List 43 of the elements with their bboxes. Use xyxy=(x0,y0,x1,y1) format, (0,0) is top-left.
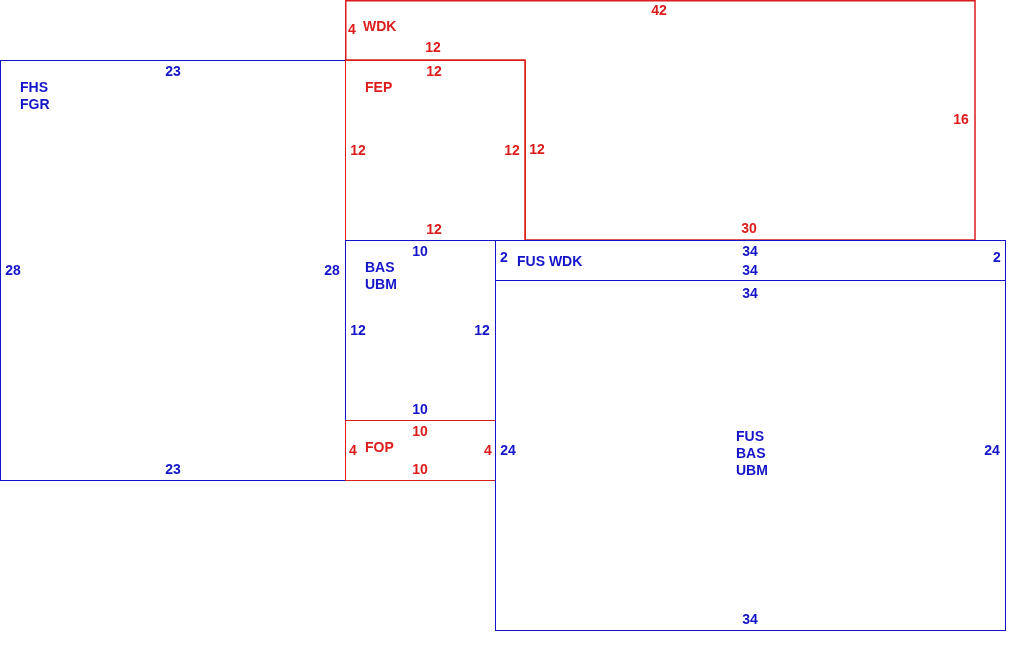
dimension-label: 23 xyxy=(165,461,181,477)
dimension-label: 4 xyxy=(348,21,356,37)
dimension-label: 24 xyxy=(984,442,1000,458)
dimension-label: 12 xyxy=(426,221,442,237)
dimension-label: 10 xyxy=(412,401,428,417)
room-label: WDK xyxy=(363,18,397,35)
dimension-label: 28 xyxy=(324,262,340,278)
dimension-label: 4 xyxy=(484,442,492,458)
room-area xyxy=(495,280,1006,631)
dimension-label: 10 xyxy=(412,423,428,439)
room-label: FUS BAS UBM xyxy=(736,428,768,479)
room-area xyxy=(345,60,526,241)
dimension-label: 2 xyxy=(993,249,1001,265)
room-label: FEP xyxy=(365,79,393,96)
room-label: FOP xyxy=(365,439,394,456)
dimension-label: 24 xyxy=(500,442,516,458)
dimension-label: 12 xyxy=(529,141,545,157)
room-area xyxy=(345,0,976,241)
dimension-label: 4 xyxy=(349,442,357,458)
dimension-label: 12 xyxy=(425,39,441,55)
dimension-label: 23 xyxy=(165,63,181,79)
dimension-label: 12 xyxy=(350,142,366,158)
dimension-label: 10 xyxy=(412,243,428,259)
dimension-label: 28 xyxy=(5,262,21,278)
dimension-label: 12 xyxy=(474,322,490,338)
dimension-label: 34 xyxy=(742,243,758,259)
dimension-label: 12 xyxy=(504,142,520,158)
dimension-label: 2 xyxy=(500,249,508,265)
dimension-label: 34 xyxy=(742,285,758,301)
dimension-label: 30 xyxy=(741,220,757,236)
room-label: FHS FGR xyxy=(20,79,50,113)
dimension-label: 12 xyxy=(350,322,366,338)
room-label: FUS WDK xyxy=(517,253,583,270)
room-area xyxy=(345,420,496,481)
dimension-label: 34 xyxy=(742,262,758,278)
dimension-label: 12 xyxy=(426,63,442,79)
dimension-label: 16 xyxy=(953,111,969,127)
dimension-label: 42 xyxy=(651,2,667,18)
dimension-label: 10 xyxy=(412,461,428,477)
dimension-label: 34 xyxy=(742,611,758,627)
room-area xyxy=(495,240,1006,281)
room-area xyxy=(0,60,346,481)
room-label: BAS UBM xyxy=(365,259,397,293)
